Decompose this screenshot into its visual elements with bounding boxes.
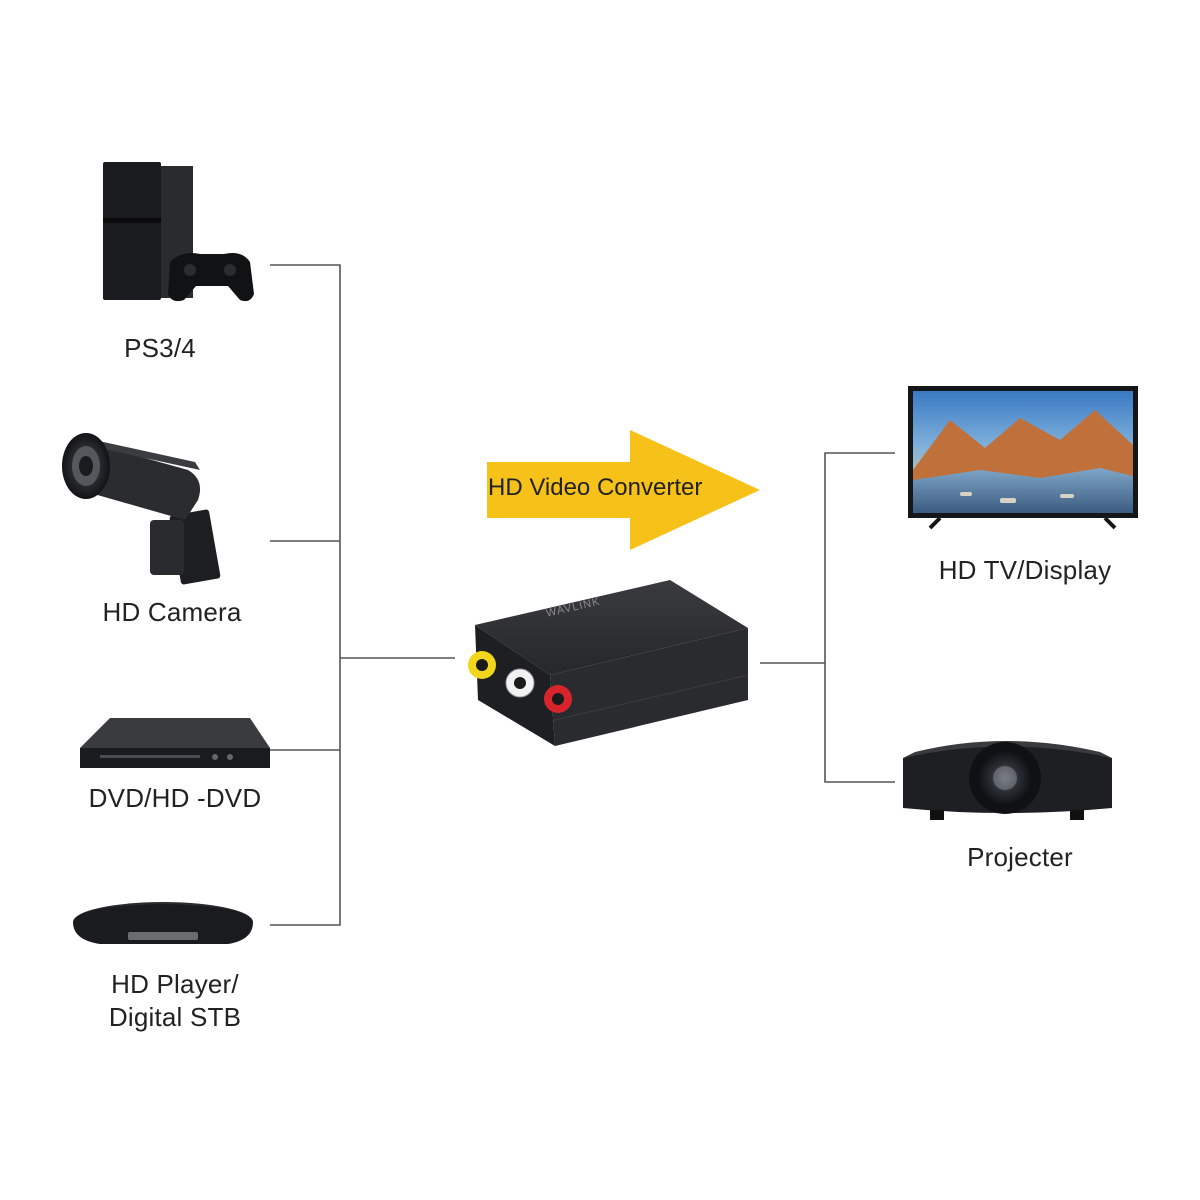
label-dvd: DVD/HD -DVD: [88, 783, 262, 813]
tv-icon: [908, 386, 1138, 530]
label-projector: Projecter: [967, 842, 1073, 872]
label-hd-camera: HD Camera: [102, 597, 242, 627]
label-hd-tv: HD TV/Display: [938, 555, 1112, 585]
rca-yellow-jack: [468, 651, 496, 679]
game-console-icon: [103, 162, 254, 302]
security-camera-icon: [62, 433, 221, 585]
label-hd-player-line1: HD Player/: [111, 969, 239, 999]
label-ps3-4: PS3/4: [124, 333, 196, 363]
set-top-box-icon: [73, 902, 253, 944]
label-hd-player-line2: Digital STB: [108, 1002, 242, 1032]
direction-arrow: [487, 430, 760, 550]
rca-white-jack: [505, 668, 535, 698]
converter-arrow-label: HD Video Converter: [488, 474, 703, 501]
connector-lines: [270, 264, 895, 926]
dvd-player-icon: [80, 718, 270, 768]
projector-icon: [903, 741, 1112, 820]
rca-red-jack: [544, 685, 572, 713]
label-hd-player-stb: HD Player/ Digital STB: [60, 968, 290, 1034]
converter-device: [468, 580, 749, 746]
